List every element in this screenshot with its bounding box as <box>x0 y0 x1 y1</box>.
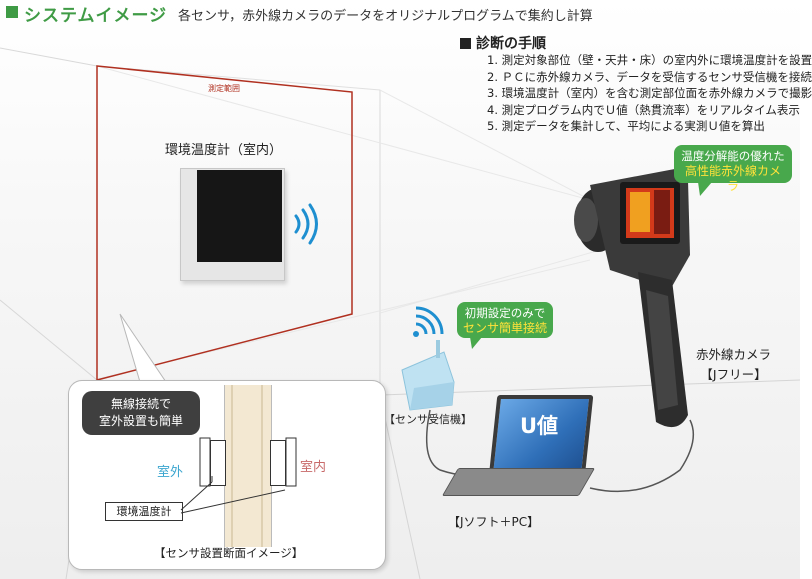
receiver-wireless-icon <box>413 306 444 337</box>
header-marker-icon <box>6 6 18 18</box>
receiver-bubble-line1: 初期設定のみで <box>464 306 546 320</box>
sensor-receiver-illustration <box>401 340 455 411</box>
mount-brackets <box>199 437 297 487</box>
page-subtitle: 各センサ，赤外線カメラのデータをオリジナルプログラムで集約し計算 <box>178 9 593 24</box>
inset-callout: 無線接続で 室外設置も簡単 <box>82 391 200 435</box>
diagnosis-step: 2. ＰＣに赤外線カメラ、データを受信するセンサ受信機を接続 <box>487 69 812 84</box>
inset-callout-line2: 室外設置も簡単 <box>98 414 183 428</box>
diagnosis-steps-list: 1. 測定対象部位（壁・天井・床）の室内外に環境温度計を設置 2. ＰＣに赤外線… <box>487 52 812 135</box>
thermometer-black-panel <box>197 170 282 262</box>
camera-label-line1: 赤外線カメラ <box>696 347 772 362</box>
outdoor-label: 室外 <box>157 465 184 480</box>
laptop-label: 【Jソフト＋PC】 <box>448 515 540 529</box>
diagnosis-marker-icon <box>460 38 471 49</box>
indoor-label: 室内 <box>300 460 327 475</box>
infrared-camera-illustration <box>574 168 690 428</box>
diagnosis-step: 4. 測定プログラム内でＵ値（熱貫流率）をリアルタイム表示 <box>487 102 800 117</box>
receiver-feature-bubble: 初期設定のみで センサ簡単接続 <box>457 302 553 338</box>
page-title: システムイメージ <box>24 6 168 26</box>
receiver-bubble-line2: センサ簡単接続 <box>463 321 548 335</box>
indoor-thermometer-label: 環境温度計（室内） <box>165 143 283 158</box>
diagnosis-step: 3. 環境温度計（室内）を含む測定部位面を赤外線カメラで撮影 <box>487 86 812 100</box>
measurement-range-label: 測定範囲 <box>208 84 240 93</box>
diagnosis-step: 1. 測定対象部位（壁・天井・床）の室内外に環境温度計を設置 <box>487 53 812 67</box>
camera-bubble-line1: 温度分解能の優れた <box>681 149 785 163</box>
camera-bubble-tail <box>698 182 712 196</box>
camera-bubble-line2: 高性能赤外線カメラ <box>684 164 781 193</box>
diagnosis-title: 診断の手順 <box>476 36 546 52</box>
inset-callout-line1: 無線接続で <box>110 397 171 411</box>
laptop-u-value-text: U値 <box>520 414 559 438</box>
camera-label: 赤外線カメラ 【Jフリー】 <box>696 345 771 385</box>
receiver-bubble-tail <box>470 337 482 349</box>
camera-feature-bubble: 温度分解能の優れた 高性能赤外線カメラ <box>674 145 792 193</box>
inset-caption: 【センサ設置断面イメージ】 <box>154 546 304 560</box>
inset-thermometer-label: 環境温度計 <box>105 502 183 521</box>
diagnosis-step: 5. 測定データを集計して、平均による実測Ｕ値を算出 <box>487 119 765 133</box>
wireless-signal-icon <box>294 203 318 245</box>
wall-inner-lines <box>231 385 263 547</box>
camera-label-line2: 【Jフリー】 <box>700 367 767 382</box>
